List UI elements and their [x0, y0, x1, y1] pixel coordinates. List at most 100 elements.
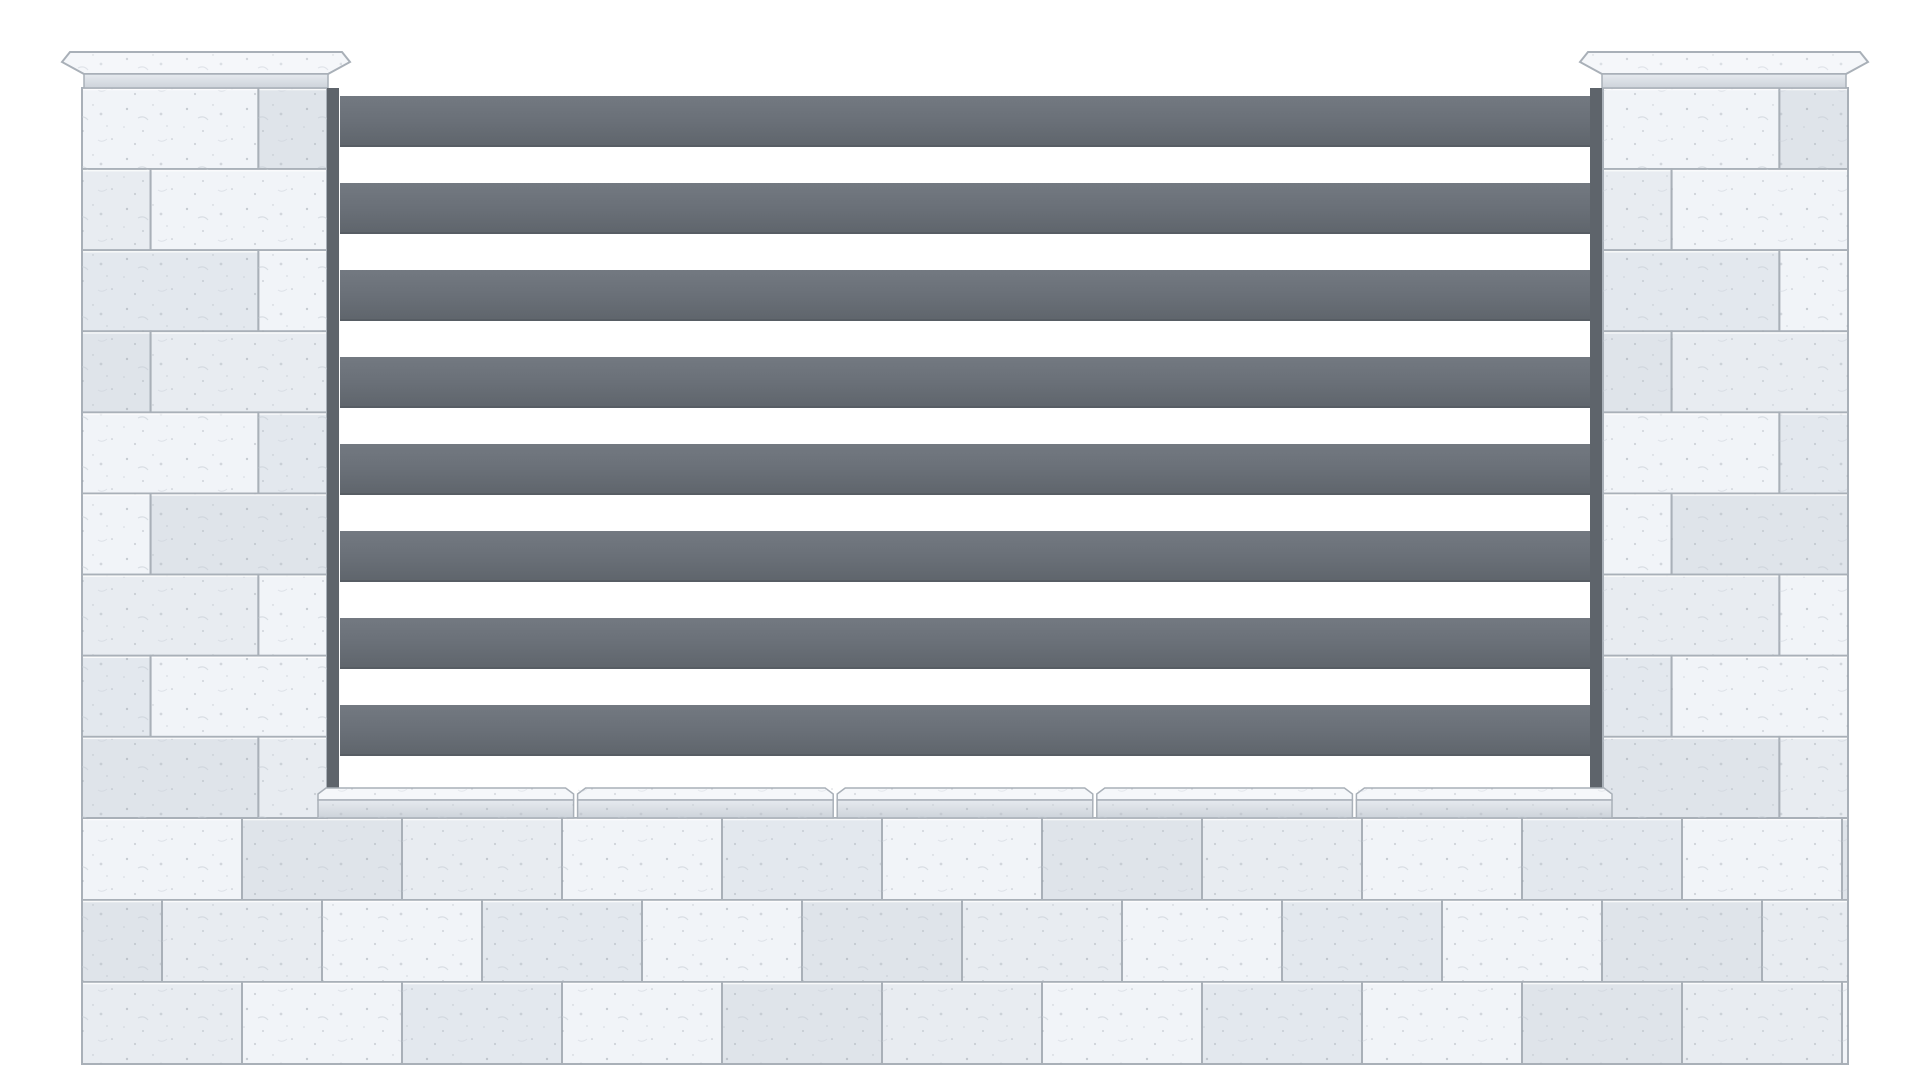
coping-texture [837, 788, 1093, 818]
stone-texture [562, 818, 722, 900]
stone-texture [1842, 982, 1848, 1064]
stone-texture [1522, 982, 1682, 1064]
stone-texture [150, 331, 327, 413]
panel-posts [327, 88, 1602, 788]
wall-coping [317, 787, 1613, 819]
stone-texture [1442, 900, 1602, 982]
stone-texture [1522, 818, 1682, 900]
stone-texture [1603, 574, 1780, 656]
stone-texture [82, 982, 242, 1064]
left-pillar [81, 87, 328, 820]
coping-texture [318, 788, 574, 818]
stone-texture [1671, 493, 1848, 575]
panel-slats [340, 96, 1590, 756]
stone-texture [82, 655, 151, 737]
stone-texture [258, 412, 327, 494]
stone-texture [1671, 331, 1848, 413]
stone-texture [258, 736, 327, 818]
stone-texture [1671, 655, 1848, 737]
fence-body [60, 51, 1870, 1065]
stone-texture [82, 818, 242, 900]
stone-texture [82, 736, 259, 818]
stone-texture [1842, 818, 1848, 900]
stone-texture [1603, 736, 1780, 818]
stone-texture [258, 574, 327, 656]
stone-texture [722, 818, 882, 900]
stone-texture [402, 818, 562, 900]
stone-texture [1202, 818, 1362, 900]
right-post [1590, 88, 1602, 788]
stone-texture [150, 493, 327, 575]
coping-texture [1356, 788, 1612, 818]
stone-texture [1362, 982, 1522, 1064]
stone-texture [1602, 900, 1762, 982]
fence-slat [340, 96, 1590, 146]
stone-texture [162, 900, 322, 982]
stone-texture [1202, 982, 1362, 1064]
stone-texture [82, 574, 259, 656]
stone-texture [482, 900, 642, 982]
stone-texture [1603, 331, 1672, 413]
stone-texture [1042, 982, 1202, 1064]
stone-texture [1762, 900, 1848, 982]
stone-texture [1603, 250, 1780, 332]
left-post [327, 88, 339, 788]
cap-front [1601, 73, 1847, 89]
cap-texture [1588, 52, 1860, 74]
stone-texture [150, 169, 327, 251]
stone-texture [242, 982, 402, 1064]
stone-texture [82, 331, 151, 413]
base-wall [81, 817, 1849, 1065]
coping-texture [577, 788, 834, 818]
stone-texture [82, 169, 151, 251]
stone-texture [322, 900, 482, 982]
stone-texture [1282, 900, 1442, 982]
stone-texture [82, 88, 259, 170]
stone-texture [1603, 655, 1672, 737]
stone-texture [258, 250, 327, 332]
stone-texture [1671, 169, 1848, 251]
left-pillar-cap [60, 51, 352, 89]
stone-texture [82, 493, 151, 575]
stone-texture [1603, 493, 1672, 575]
stone-texture [882, 982, 1042, 1064]
stone-texture [150, 655, 327, 737]
stone-texture [1779, 250, 1848, 332]
stone-texture [1122, 900, 1282, 982]
fence-slat [340, 531, 1590, 581]
stone-texture [82, 900, 162, 982]
stone-texture [1779, 574, 1848, 656]
fence-slat [340, 357, 1590, 407]
fence-slat [340, 444, 1590, 494]
stone-texture [562, 982, 722, 1064]
stone-texture [242, 818, 402, 900]
fence-slat [340, 183, 1590, 233]
cap-texture [70, 52, 342, 74]
stone-texture [962, 900, 1122, 982]
stone-texture [1779, 412, 1848, 494]
cap-front [83, 73, 329, 89]
stone-texture [1042, 818, 1202, 900]
fence-slat [340, 705, 1590, 755]
stone-texture [1682, 982, 1842, 1064]
stone-texture [82, 250, 259, 332]
stone-texture [1779, 736, 1848, 818]
coping-texture [1096, 788, 1353, 818]
stone-texture [402, 982, 562, 1064]
stone-texture [802, 900, 962, 982]
fence-slat [340, 270, 1590, 320]
stone-texture [642, 900, 802, 982]
stone-texture [82, 412, 259, 494]
stone-texture [722, 982, 882, 1064]
fence-slat [340, 618, 1590, 668]
right-pillar [1602, 87, 1850, 820]
right-pillar-cap [1578, 51, 1870, 89]
stone-texture [882, 818, 1042, 900]
stone-texture [1682, 818, 1842, 900]
stone-texture [1603, 412, 1780, 494]
stone-texture [1603, 88, 1780, 170]
stone-texture [258, 88, 327, 170]
stone-texture [1362, 818, 1522, 900]
stone-texture [1603, 169, 1672, 251]
